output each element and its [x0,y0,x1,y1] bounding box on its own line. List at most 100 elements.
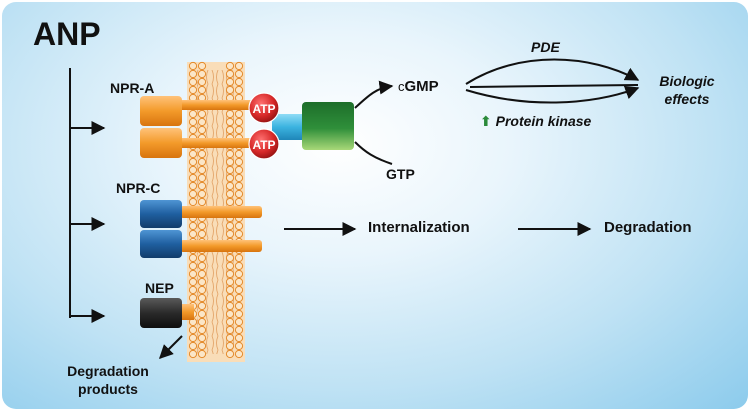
lipid-head [234,317,244,327]
lipid-head [225,317,235,327]
lipid-head [188,109,198,119]
lipid-head [197,229,207,239]
lipid-head [234,85,244,95]
title-anp: ANP [33,16,101,52]
lipid-head [225,333,235,343]
lipid-head [225,181,235,191]
atp-label-top: ATP [252,102,275,116]
lipid-head [234,165,244,175]
atp-badge-top: ATP [248,92,280,124]
npr-a-receptor [140,96,258,158]
lipid-head [197,221,207,231]
label-biologic-effects-line1: Biologic [659,73,715,89]
nep-domain [140,298,182,328]
nep-anchor [180,304,194,320]
label-nep: NEP [145,280,174,296]
label-protein-kinase-text: Protein kinase [495,113,592,129]
label-biologic-effects-line2: effects [664,91,710,107]
lipid-head [188,117,198,127]
npr-c-domain-top [140,200,182,228]
lipid-head [197,309,207,319]
curve-gtp-to-cyclase [354,141,393,165]
lipid-head [197,109,207,119]
arrow-protein-kinase [465,85,640,104]
lipid-head [188,341,198,351]
lipid-head [234,309,244,319]
lipid-head [197,261,207,271]
lipid-head [225,117,235,127]
label-degradation-products: Degradation products [52,362,164,398]
lipid-head [188,229,198,239]
lipid-head [234,285,244,295]
lipid-head [188,269,198,279]
atp-circle-bottom [248,128,280,160]
lipid-head [225,221,235,231]
lipid-head [197,333,207,343]
npr-a-domain-bottom [140,128,182,158]
lipid-head [234,277,244,287]
label-degradation: Degradation [604,219,692,236]
arrow-cgmp-direct [469,84,639,88]
lipid-head [225,173,235,183]
lipid-head [234,109,244,119]
atp-badge-bottom: ATP [248,128,280,160]
lipid-head [197,277,207,287]
lipid-head [234,221,244,231]
lipid-head [188,181,198,191]
label-npr-a: NPR-A [110,80,155,96]
label-degradation-products-line2: products [78,381,138,397]
lipid-head [197,301,207,311]
lipid-head [188,85,198,95]
label-pde: PDE [531,39,560,55]
lipid-head [225,293,235,303]
lipid-head [234,301,244,311]
label-npr-c: NPR-C [116,180,161,196]
lipid-head [234,253,244,263]
lipid-head [197,85,207,95]
lipid-head [197,125,207,135]
lipid-head [197,293,207,303]
lipid-head [188,189,198,199]
npr-a-domain-top [140,96,182,126]
npr-c-stalk-bottom [180,240,262,252]
label-degradation-products-line1: Degradation [67,363,149,379]
lipid-head [197,253,207,263]
lipid-head [225,301,235,311]
lipid-head [225,197,235,207]
lipid-head [234,189,244,199]
lipid-head [225,69,235,79]
lipid-head [234,261,244,271]
lipid-head [225,157,235,167]
arrow-cyclase-to-cgmp [354,80,394,109]
lipid-head [188,261,198,271]
lipid-head [234,69,244,79]
lipid-head [188,157,198,167]
label-cgmp: cGMP [398,78,439,95]
guanylyl-cyclase-domain [302,102,354,150]
lipid-head [197,69,207,79]
lipid-head [197,181,207,191]
lipid-head [225,229,235,239]
lipid-head [234,77,244,87]
npr-a-stalk-bottom [180,138,258,148]
lipid-head [188,149,198,159]
lipid-head [234,293,244,303]
lipid-head [197,165,207,175]
lipid-head [225,61,235,71]
lipid-head [234,269,244,279]
lipid-head [234,149,244,159]
lipid-head [225,349,235,359]
lipid-head [197,285,207,295]
lipid-head [234,117,244,127]
lipid-head [197,77,207,87]
lipid-head [234,157,244,167]
npr-c-domain-bottom [140,230,182,258]
arrow-to-degradation-products [159,335,183,359]
up-arrow-icon: ⬆ [480,113,492,129]
label-biologic-effects: Biologic effects [648,72,726,108]
lipid-head [197,61,207,71]
lipid-head [234,325,244,335]
lipid-head [188,77,198,87]
